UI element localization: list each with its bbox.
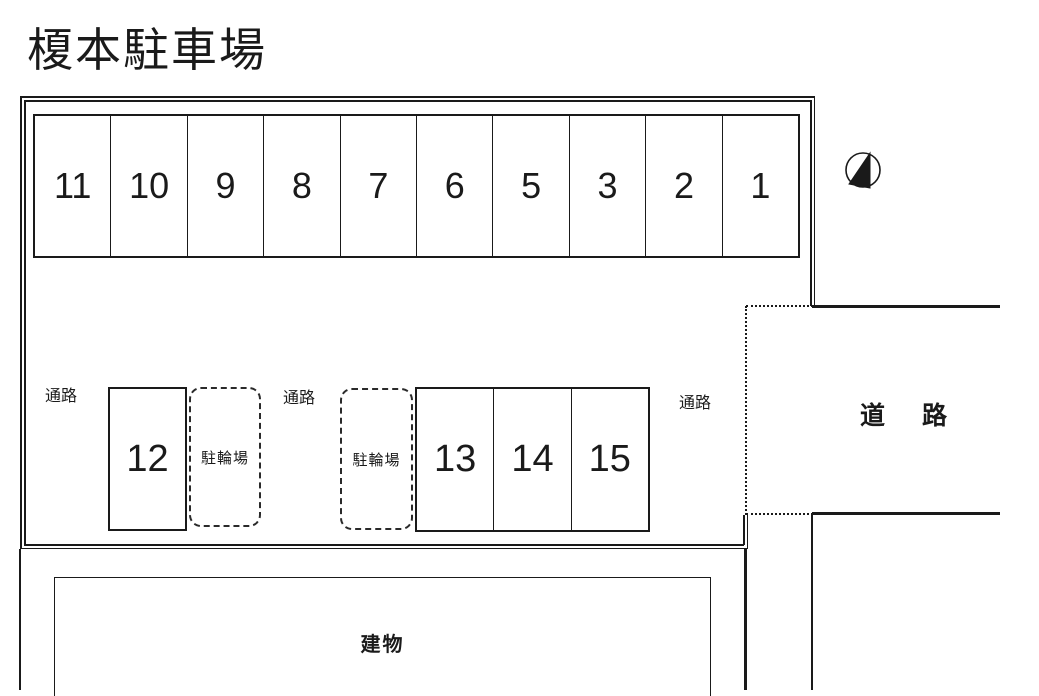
entrance-dotted-top-line: [746, 305, 813, 307]
aisle-label-center: 通路: [283, 390, 316, 407]
aisle-label-right: 通路: [679, 395, 712, 412]
boundary-corner-inner-line: [743, 515, 745, 545]
stall-10: 10: [111, 116, 188, 256]
bicycle-parking-area-1: 駐輪場: [189, 387, 261, 527]
boundary-left-outer-line: [20, 96, 22, 549]
stall-11: 11: [35, 116, 112, 256]
road-bottom-edge-line: [812, 512, 1000, 515]
boundary-right-outer-line: [813, 96, 815, 308]
stall-1: 1: [750, 165, 771, 206]
stall-8: 8: [264, 116, 341, 256]
north-compass-icon: [845, 151, 881, 189]
lower-left-edge-line: [19, 549, 21, 690]
boundary-bottom-inner-line: [24, 544, 744, 546]
stall-5: 5: [493, 116, 570, 256]
lower-right-edge-line: [744, 549, 747, 690]
boundary-right-inner-line: [810, 100, 812, 306]
building-box: 建物: [54, 577, 711, 696]
stall-13: 13: [417, 389, 495, 530]
building-label: 建物: [360, 634, 405, 656]
stall-12: 12: [108, 387, 187, 531]
road-label: 道 路: [860, 402, 954, 430]
stall-6: 6: [417, 116, 494, 256]
boundary-corner-outer-line: [746, 515, 748, 549]
entrance-dotted-side-line: [745, 306, 747, 515]
boundary-left-inner-line: [24, 100, 26, 546]
entrance-dotted-bottom-line: [746, 513, 813, 515]
road-left-edge-line: [810, 515, 813, 690]
stall-15: 15: [588, 438, 631, 480]
stall-7: 7: [341, 116, 418, 256]
stall-row-top: 11 10 9 8 7 6 5 3 2 1: [33, 114, 800, 258]
stall-14: 14: [494, 389, 572, 530]
boundary-top-outer-line: [20, 96, 815, 98]
stall-2: 2: [646, 116, 723, 256]
boundary-top-inner-line: [24, 100, 811, 102]
page-title: 榎本駐車場: [27, 24, 267, 76]
bicycle-parking-area-2: 駐輪場: [340, 388, 413, 530]
road-top-edge-line: [812, 305, 1000, 308]
stall-3: 3: [570, 116, 647, 256]
boundary-bottom-outer-line: [20, 547, 748, 549]
stall-9: 9: [188, 116, 265, 256]
aisle-label-left: 通路: [45, 388, 78, 405]
stall-row-middle: 13 14 15: [415, 387, 650, 532]
